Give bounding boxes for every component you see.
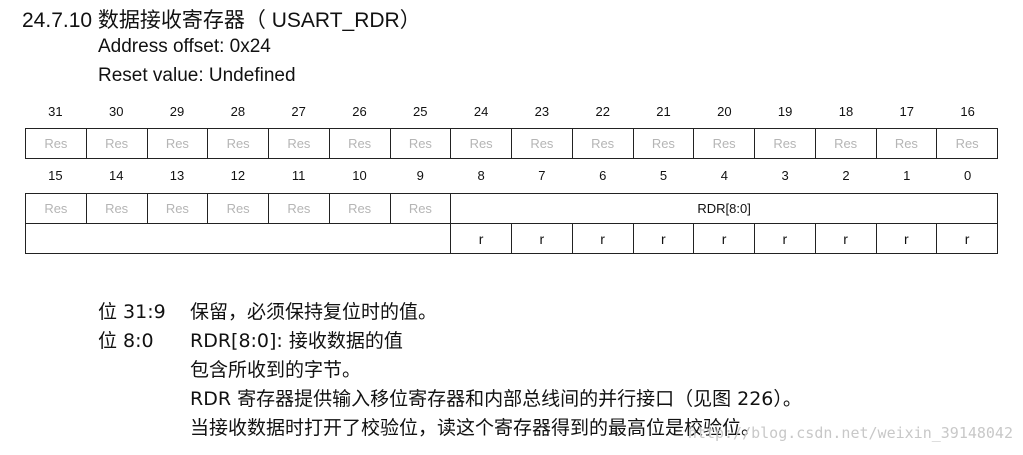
reserved-cell: Res bbox=[146, 128, 209, 159]
bit-number: 5 bbox=[659, 168, 668, 183]
bit-number: 3 bbox=[781, 168, 789, 183]
bit-number: 12 bbox=[230, 168, 246, 183]
bit-number: 8 bbox=[477, 168, 485, 183]
reserved-cell: Res bbox=[268, 128, 330, 159]
upper-register-table: Res Res Res Res Res Res Res Res Res Res … bbox=[25, 128, 998, 159]
access-cell: r bbox=[875, 223, 938, 254]
bit-number: 17 bbox=[899, 104, 915, 119]
description-line: 当接收数据时打开了校验位，读这个寄存器得到的最高位是校验位。 bbox=[190, 417, 761, 439]
reserved-cell: Res bbox=[754, 128, 816, 159]
reserved-cell: Res bbox=[207, 193, 269, 224]
upper-field-row: Res Res Res Res Res Res Res Res Res Res … bbox=[25, 128, 998, 159]
reserved-cell: Res bbox=[632, 128, 695, 159]
access-cell: r bbox=[754, 223, 816, 254]
bit-number: 16 bbox=[960, 104, 975, 119]
reserved-cell: Res bbox=[328, 193, 391, 224]
access-cell: r bbox=[936, 223, 998, 254]
bit-number: 2 bbox=[842, 168, 850, 183]
bit-number: 0 bbox=[963, 168, 972, 183]
reserved-cell: Res bbox=[25, 193, 87, 224]
bit-number: 1 bbox=[903, 168, 911, 183]
bit-number: 30 bbox=[108, 104, 124, 119]
access-cell: r bbox=[814, 223, 877, 254]
bit-number: 13 bbox=[169, 168, 185, 183]
access-cell: r bbox=[632, 223, 695, 254]
bit-number: 7 bbox=[538, 168, 546, 183]
reserved-cell: Res bbox=[146, 193, 209, 224]
reserved-cell: Res bbox=[571, 128, 634, 159]
description-row: 位 8:0 RDR[8:0]: 接收数据的值 bbox=[98, 327, 802, 356]
watermark: http://blog.csdn.net/weixin_39148042 bbox=[687, 424, 1013, 442]
bit-number: 22 bbox=[595, 104, 610, 119]
bit-number: 25 bbox=[413, 104, 428, 119]
bit-number: 15 bbox=[48, 168, 63, 183]
lower-bit-numbers: 15 14 13 12 11 10 9 8 7 6 5 4 3 2 1 0 bbox=[25, 168, 998, 188]
empty-access-cell bbox=[24, 223, 452, 254]
bit-number: 19 bbox=[777, 104, 793, 119]
reset-value: Reset value: Undefined bbox=[98, 65, 296, 86]
reserved-cell: Res bbox=[693, 128, 755, 159]
reserved-cell: Res bbox=[85, 193, 148, 224]
bit-number: 21 bbox=[656, 104, 671, 119]
bit-number: 23 bbox=[534, 104, 550, 119]
reserved-cell: Res bbox=[85, 128, 148, 159]
reserved-cell: Res bbox=[450, 128, 512, 159]
bit-number: 29 bbox=[169, 104, 185, 119]
bit-number: 4 bbox=[720, 168, 728, 183]
section-title: 24.7.10 数据接收寄存器（ USART_RDR） bbox=[22, 9, 421, 32]
bit-number: 28 bbox=[230, 104, 246, 119]
bit-number: 31 bbox=[48, 104, 63, 119]
bit-number: 20 bbox=[717, 104, 732, 119]
bit-range-text: RDR[8:0]: 接收数据的值 bbox=[190, 330, 403, 352]
reserved-cell: Res bbox=[328, 128, 391, 159]
bit-number: 27 bbox=[291, 104, 306, 119]
access-cell: r bbox=[511, 223, 573, 254]
description-row: 位 31:9 保留，必须保持复位时的值。 bbox=[98, 298, 802, 327]
description-line: 包含所收到的字节。 bbox=[190, 359, 362, 381]
reserved-cell: Res bbox=[875, 128, 938, 159]
reserved-cell: Res bbox=[814, 128, 877, 159]
rdr-field-cell: RDR[8:0] bbox=[450, 193, 998, 224]
reserved-cell: Res bbox=[207, 128, 269, 159]
access-cell: r bbox=[693, 223, 755, 254]
reserved-cell: Res bbox=[511, 128, 573, 159]
description-line: RDR 寄存器提供输入移位寄存器和内部总线间的并行接口（见图 226）。 bbox=[190, 388, 802, 410]
lower-register-table: Res Res Res Res Res Res Res RDR[8:0] r r… bbox=[24, 193, 998, 254]
reserved-cell: Res bbox=[268, 193, 330, 224]
bit-number: 14 bbox=[108, 168, 124, 183]
reserved-cell: Res bbox=[389, 193, 452, 224]
bit-number: 6 bbox=[599, 168, 607, 183]
bit-range-label: 位 8:0 bbox=[98, 330, 154, 352]
reserved-cell: Res bbox=[389, 128, 452, 159]
address-offset: Address offset: 0x24 bbox=[98, 36, 271, 57]
bit-number: 18 bbox=[838, 104, 854, 119]
bit-number: 9 bbox=[416, 168, 424, 183]
access-row: r r r r r r r r r bbox=[24, 223, 998, 254]
access-cell: r bbox=[450, 223, 512, 254]
access-cell: r bbox=[571, 223, 634, 254]
bit-description: 位 31:9 保留，必须保持复位时的值。 位 8:0 RDR[8:0]: 接收数… bbox=[98, 298, 802, 443]
reserved-cell: Res bbox=[936, 128, 998, 159]
bit-number: 10 bbox=[352, 168, 367, 183]
bit-range-label: 位 31:9 bbox=[98, 301, 166, 323]
upper-bit-numbers: 31 30 29 28 27 26 25 24 23 22 21 20 19 1… bbox=[25, 104, 998, 124]
lower-field-row: Res Res Res Res Res Res Res RDR[8:0] bbox=[25, 193, 998, 224]
bit-number: 26 bbox=[352, 104, 367, 119]
bit-range-text: 保留，必须保持复位时的值。 bbox=[190, 301, 438, 323]
bit-number: 11 bbox=[291, 168, 306, 183]
bit-number: 24 bbox=[473, 104, 489, 119]
reserved-cell: Res bbox=[25, 128, 87, 159]
